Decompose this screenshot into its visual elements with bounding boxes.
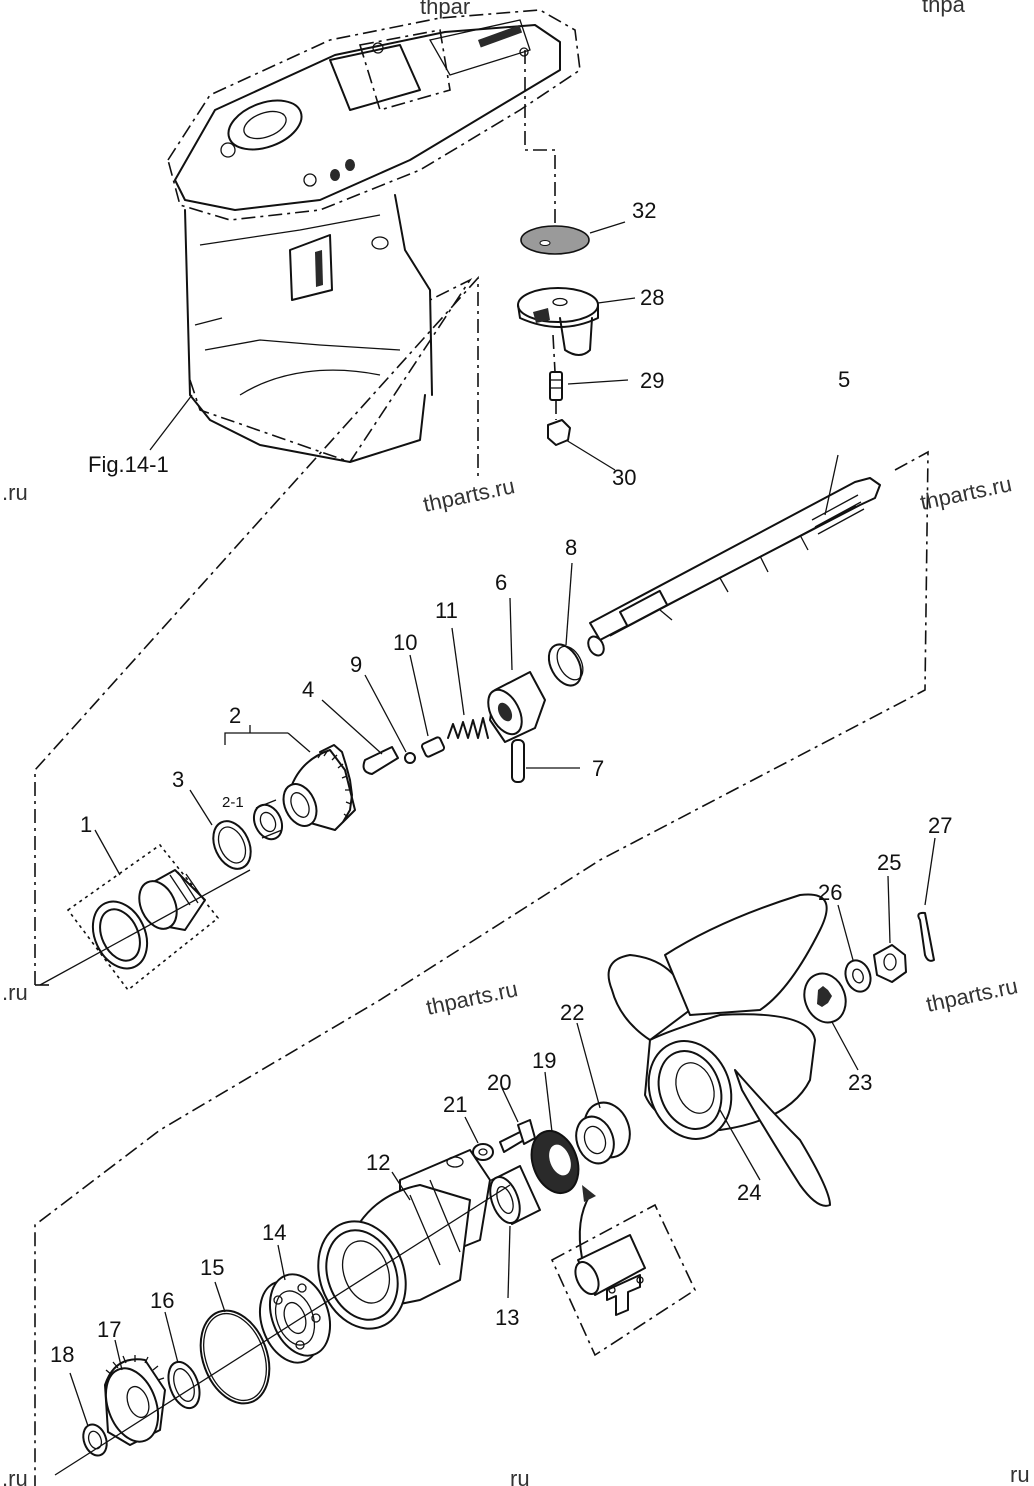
- part-13-bushing: [489, 1165, 541, 1299]
- callout-30: 30: [612, 465, 636, 490]
- part-3-shim: [189, 789, 252, 870]
- callout-24: 24: [737, 1180, 761, 1205]
- watermark: thparts.ru: [424, 976, 520, 1020]
- part-11-spring: [447, 627, 489, 739]
- watermark: ru: [510, 1466, 530, 1486]
- callout-13: 13: [495, 1305, 519, 1330]
- part-15-o-ring: [199, 1281, 271, 1405]
- part-19-seal: [530, 1071, 580, 1194]
- callout-21: 21: [443, 1092, 467, 1117]
- watermark: thpa: [922, 0, 966, 17]
- part-23-washer: [803, 972, 859, 1071]
- part-4-propeller-shaft: [587, 454, 881, 657]
- part-17-reverse-gear: [104, 1339, 166, 1446]
- callout-15: 15: [200, 1255, 224, 1280]
- callout-5: 6: [495, 570, 507, 595]
- callout-6: 7: [592, 756, 604, 781]
- watermark: thpar: [420, 0, 470, 19]
- callout-2-1: 2-1: [222, 794, 244, 811]
- watermark: .ru: [2, 980, 28, 1005]
- part-16-shim: [164, 1311, 201, 1410]
- callout-17: 17: [97, 1317, 121, 1342]
- part-30-nut: [547, 419, 616, 471]
- callout-23: 23: [848, 1070, 872, 1095]
- callout-2: 2: [229, 703, 241, 728]
- part-24-propeller: [607, 893, 831, 1207]
- part-32-plate: [520, 221, 626, 255]
- callout-18: 18: [50, 1342, 74, 1367]
- part-7-ring: [547, 562, 584, 687]
- part-27-cotter-pin: [917, 837, 936, 962]
- callout-20: 20: [487, 1070, 511, 1095]
- watermark: thparts.ru: [421, 473, 517, 517]
- callout-11: 11: [435, 598, 458, 623]
- callout-29: 29: [640, 368, 664, 393]
- part-14-ball-bearing: [259, 1244, 331, 1364]
- callout-4: 5: [838, 367, 850, 392]
- callout-9: 9: [350, 652, 362, 677]
- callout-25: 25: [877, 850, 901, 875]
- callout-8: 4: [302, 677, 314, 702]
- part-5-clutch: [487, 597, 546, 743]
- callout-32: 32: [632, 198, 656, 223]
- part-8-plunger: [321, 699, 399, 775]
- watermark: thparts.ru: [918, 471, 1014, 515]
- part-25-nut: [873, 875, 907, 983]
- part-2-1-bearing: [252, 799, 284, 841]
- figure-ref-label: Fig.14-1: [88, 452, 169, 477]
- part-2-gear: [282, 744, 356, 831]
- callout-28: 28: [640, 285, 664, 310]
- part-1-bearing: [91, 869, 206, 970]
- callout-26: 26: [818, 880, 842, 905]
- gear-case-housing: [167, 9, 581, 463]
- part-10-slider: [409, 654, 446, 758]
- part-6-pin: [511, 739, 580, 783]
- part-22-spacer: [575, 1022, 631, 1165]
- callout-14: 14: [262, 1220, 286, 1245]
- callout-10: 10: [393, 630, 417, 655]
- callout-1: 1: [80, 812, 92, 837]
- part-9-ball: [364, 674, 416, 764]
- watermark: .ru: [2, 1466, 28, 1486]
- watermark: ru: [1010, 1462, 1030, 1486]
- callout-3: 3: [172, 767, 184, 792]
- part-21-washer: [464, 1116, 494, 1161]
- watermark: thparts.ru: [924, 973, 1020, 1017]
- callout-12: 12: [366, 1150, 390, 1175]
- part-18-washer: [69, 1372, 108, 1457]
- watermark: .ru: [2, 480, 28, 505]
- part-28-anode: [517, 287, 636, 356]
- callout-7: 8: [565, 535, 577, 560]
- callout-27: 27: [928, 813, 952, 838]
- part-20-bolt: [499, 1087, 536, 1153]
- part-29-stud: [549, 371, 629, 401]
- part-26-washer: [837, 904, 872, 993]
- callout-22: 22: [560, 1000, 584, 1025]
- part-12-bearing-housing: [317, 1149, 491, 1330]
- callout-16: 16: [150, 1288, 174, 1313]
- callout-19: 19: [532, 1048, 556, 1073]
